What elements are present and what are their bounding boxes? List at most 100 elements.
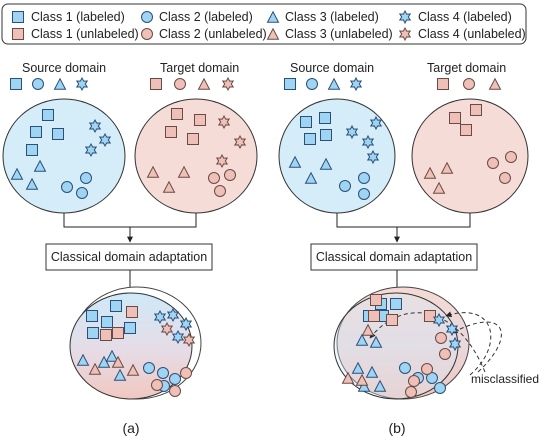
adapted-b-point-triangle-labeled bbox=[357, 379, 371, 392]
target-a-point-star-unlabeled bbox=[217, 114, 231, 130]
target-b-point-square-unlabeled bbox=[460, 124, 472, 136]
source-a-point-star-labeled bbox=[88, 118, 102, 134]
source-domain-label-a: Source domain bbox=[22, 61, 106, 75]
legend: Class 1 (labeled) Class 2 (labeled) Clas… bbox=[1, 3, 527, 45]
source-domain-label-b: Source domain bbox=[290, 61, 374, 75]
header-marker-star-labeled bbox=[349, 76, 363, 92]
source-a-point-circle-labeled bbox=[80, 172, 92, 184]
source-a-point-circle-labeled bbox=[76, 187, 88, 199]
source-b-point-square-labeled bbox=[320, 129, 332, 141]
header-marker-square-unlabeled bbox=[437, 78, 449, 90]
header-marker-triangle-labeled bbox=[53, 77, 67, 90]
adapted-b-point-square-labeled bbox=[390, 298, 402, 310]
target-a-point-square-unlabeled bbox=[165, 126, 177, 138]
legend-label-class1-labeled: Class 1 (labeled) bbox=[31, 10, 125, 24]
adapted-a-point-star-labeled bbox=[179, 316, 193, 332]
source-b-point-triangle-labeled bbox=[288, 155, 302, 168]
target-a-point-star-unlabeled bbox=[233, 134, 247, 150]
adapted-b-point-triangle-labeled bbox=[351, 361, 365, 374]
adapted-b-point-triangle-labeled bbox=[373, 379, 387, 392]
target-a-point-triangle-unlabeled bbox=[177, 165, 191, 178]
target-b-point-triangle-unlabeled bbox=[432, 181, 446, 194]
target-b-point-square-unlabeled bbox=[470, 104, 482, 116]
adapted-a-point-triangle-labeled bbox=[97, 355, 111, 368]
source-a-point-circle-labeled bbox=[61, 181, 73, 193]
header-marker-triangle-labeled bbox=[327, 77, 341, 90]
misclassified-label: misclassified bbox=[471, 372, 539, 386]
source-a-point-star-labeled bbox=[84, 142, 98, 158]
source-b-point-star-labeled bbox=[369, 115, 383, 131]
adapted-b-point-star-labeled bbox=[445, 321, 459, 337]
header-marker-triangle-unlabeled bbox=[488, 77, 502, 90]
adapted-a-point-circle-unlabeled bbox=[180, 367, 192, 379]
adapted-b-point-star-labeled bbox=[432, 312, 446, 328]
adapted-a-point-square-unlabeled bbox=[126, 306, 138, 318]
panel-label-a: (a) bbox=[122, 420, 139, 436]
source-a-point-star-labeled bbox=[98, 132, 112, 148]
source-b-point-star-labeled bbox=[345, 124, 359, 140]
header-marker-star-labeled bbox=[75, 76, 89, 92]
source-a-point-square-labeled bbox=[52, 128, 64, 140]
adapted-b-point-square-unlabeled bbox=[368, 310, 380, 322]
source-b-point-circle-labeled bbox=[358, 188, 370, 200]
header-marker-circle-labeled bbox=[32, 78, 44, 90]
legend-marker-triangle-unlabeled bbox=[266, 27, 280, 40]
adapted-a-point-square-unlabeled bbox=[100, 329, 112, 341]
adapted-a-point-square-labeled bbox=[110, 300, 122, 312]
source-a-point-triangle-labeled bbox=[10, 167, 24, 180]
header-marker-circle-unlabeled bbox=[463, 78, 475, 90]
adapted-b-point-triangle-labeled bbox=[369, 335, 383, 348]
source-domain-region-b bbox=[278, 98, 396, 214]
legend-marker-star-labeled bbox=[398, 9, 412, 25]
target-a-point-square-unlabeled bbox=[187, 133, 199, 145]
adapted-a-point-triangle-labeled bbox=[76, 353, 90, 366]
adapted-b-point-square-unlabeled bbox=[386, 314, 398, 326]
target-b-point-square-unlabeled bbox=[449, 112, 461, 124]
adapted-a-point-triangle-labeled bbox=[113, 368, 127, 381]
legend-marker-circle-unlabeled bbox=[141, 28, 153, 40]
target-b-point-triangle-unlabeled bbox=[423, 166, 437, 179]
adapted-a-point-square-labeled bbox=[124, 322, 136, 334]
adapted-b-point-triangle-unlabeled bbox=[361, 323, 375, 336]
adapted-b-point-circle-unlabeled bbox=[405, 386, 417, 398]
legend-label-class2-labeled: Class 2 (labeled) bbox=[159, 10, 253, 24]
adapted-a-point-triangle-unlabeled bbox=[111, 355, 125, 368]
legend-label-class1-unlabeled: Class 1 (unlabeled) bbox=[31, 27, 139, 41]
adapted-b-point-square-unlabeled bbox=[370, 294, 382, 306]
adapted-b-point-circle-labeled bbox=[434, 382, 446, 394]
legend-marker-star-unlabeled bbox=[398, 26, 412, 42]
adapted-a-point-square-labeled bbox=[101, 316, 113, 328]
adapted-a-point-star-labeled bbox=[153, 309, 167, 325]
target-b-point-triangle-unlabeled bbox=[440, 161, 454, 174]
target-a-point-circle-unlabeled bbox=[214, 185, 226, 197]
target-a-point-star-unlabeled bbox=[215, 153, 229, 169]
adapted-b-point-triangle-labeled bbox=[365, 365, 379, 378]
adapted-b-point-triangle-unlabeled bbox=[341, 371, 355, 384]
adapted-b-point-circle-unlabeled bbox=[408, 375, 420, 387]
adapted-a-point-square-labeled bbox=[86, 310, 98, 322]
source-domain-region-a bbox=[2, 98, 126, 214]
adapted-a-point-circle-labeled bbox=[169, 373, 181, 385]
source-b-point-star-labeled bbox=[366, 149, 380, 165]
target-domain-label-b: Target domain bbox=[427, 61, 506, 75]
adapted-b-point-star-labeled bbox=[448, 336, 462, 352]
adapted-b-point-circle-unlabeled bbox=[421, 363, 433, 375]
target-a-point-circle-unlabeled bbox=[224, 169, 236, 181]
source-b-point-square-labeled bbox=[300, 116, 312, 128]
adapted-a-point-triangle-unlabeled bbox=[88, 362, 102, 375]
method-box-a bbox=[45, 243, 213, 271]
source-b-point-triangle-labeled bbox=[319, 157, 333, 170]
adapted-a-point-triangle-labeled bbox=[105, 349, 119, 362]
target-b-point-circle-unlabeled bbox=[499, 172, 511, 184]
target-a-point-triangle-unlabeled bbox=[162, 180, 176, 193]
adapted-a-point-star-labeled bbox=[166, 307, 180, 323]
legend-marker-square-unlabeled bbox=[12, 28, 24, 40]
adapted-b-point-triangle-unlabeled bbox=[355, 373, 369, 386]
header-marker-triangle-unlabeled bbox=[197, 77, 211, 90]
source-a-point-square-labeled bbox=[26, 144, 38, 156]
target-a-point-triangle-unlabeled bbox=[146, 165, 160, 178]
header-marker-square-labeled bbox=[284, 78, 296, 90]
adapted-b-point-square-unlabeled bbox=[424, 310, 436, 322]
